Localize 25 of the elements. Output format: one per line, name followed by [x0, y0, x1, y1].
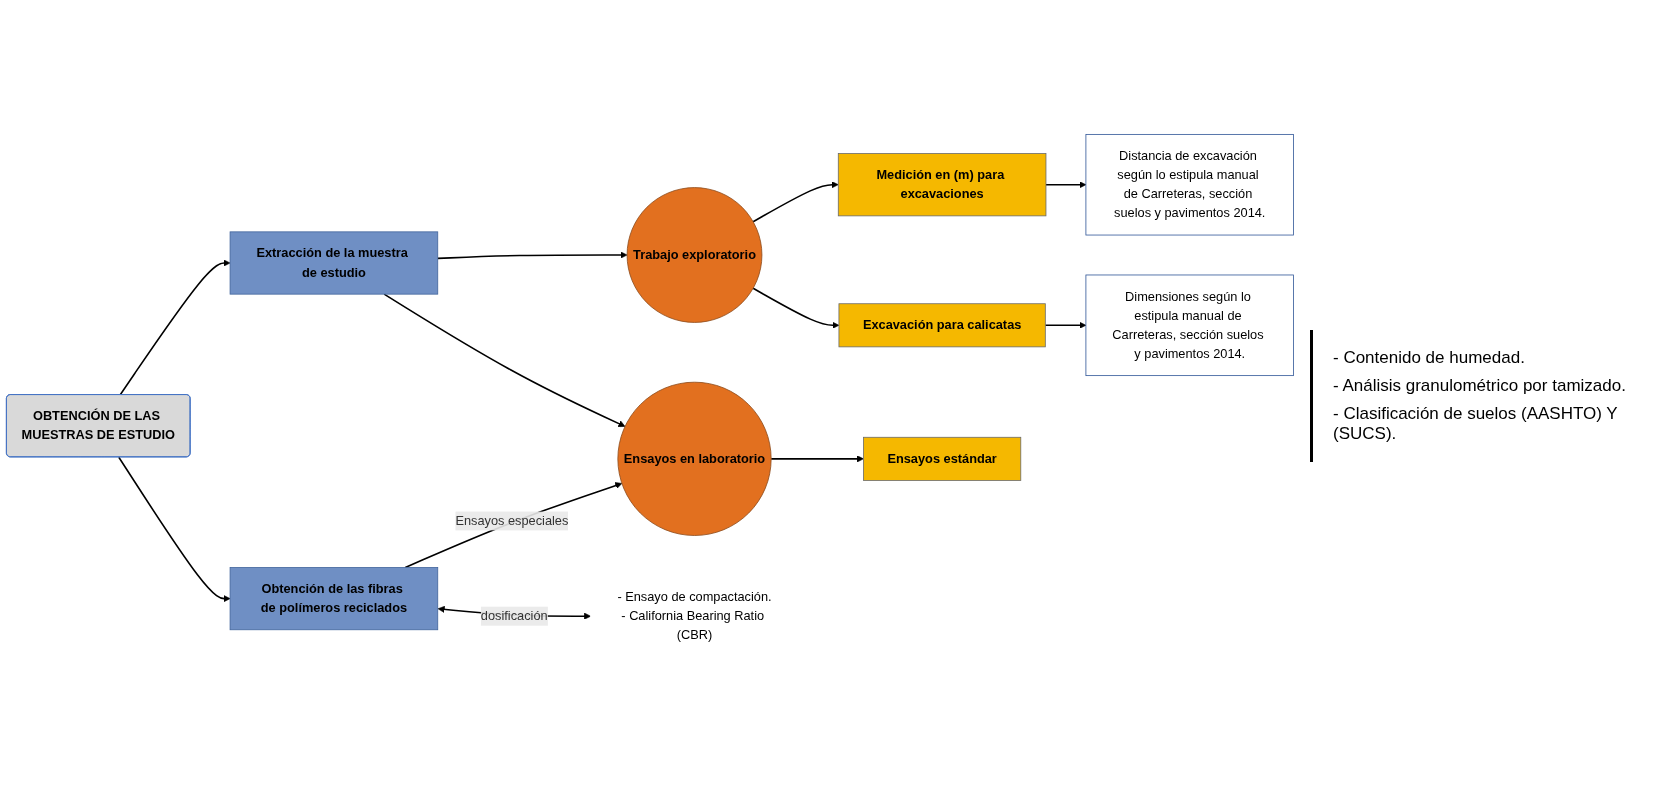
edge-label: Ensayos especiales	[455, 513, 569, 528]
arrow	[119, 259, 231, 396]
arrow	[752, 287, 840, 329]
node-box: Distancia de excavación según lo estipula manual de Carreteras, sección suelos y pavimentos 2014.	[1085, 133, 1294, 236]
arrow	[770, 455, 864, 463]
node-box: Ensayos estándar	[863, 436, 1022, 481]
arrow	[404, 482, 623, 569]
node-circle: Ensayos en laboratorio	[617, 381, 772, 536]
arrow	[1045, 181, 1087, 189]
list-item: - Clasificación de suelos (AASHTO) Y (SUCS).	[1333, 403, 1619, 444]
list-item: - Contenido de humedad.	[1333, 347, 1526, 368]
node-box: Obtención de las fibras de polímeros reciclados	[229, 566, 439, 630]
node-box: Extracción de la muestra de estudio	[229, 231, 439, 295]
node-box: Medición en (m) para excavaciones	[837, 153, 1047, 217]
node-circle: Trabajo exploratorio	[626, 187, 763, 323]
node-box: Dimensiones según lo estipula manual de Carreteras, sección suelos y pavimentos 2014.	[1085, 274, 1294, 376]
arrow	[436, 251, 628, 260]
arrow	[752, 181, 839, 223]
node-text: - Ensayo de compactación. - California Bearing Ratio (CBR)	[617, 589, 772, 642]
arrow	[118, 456, 231, 602]
edge-label: dosificación	[480, 608, 548, 623]
node-box: Excavación para calicatas	[838, 303, 1046, 348]
arrow	[383, 293, 626, 427]
arrow	[1044, 321, 1087, 329]
list-item: - Análisis granulométrico por tamizado.	[1333, 375, 1627, 396]
